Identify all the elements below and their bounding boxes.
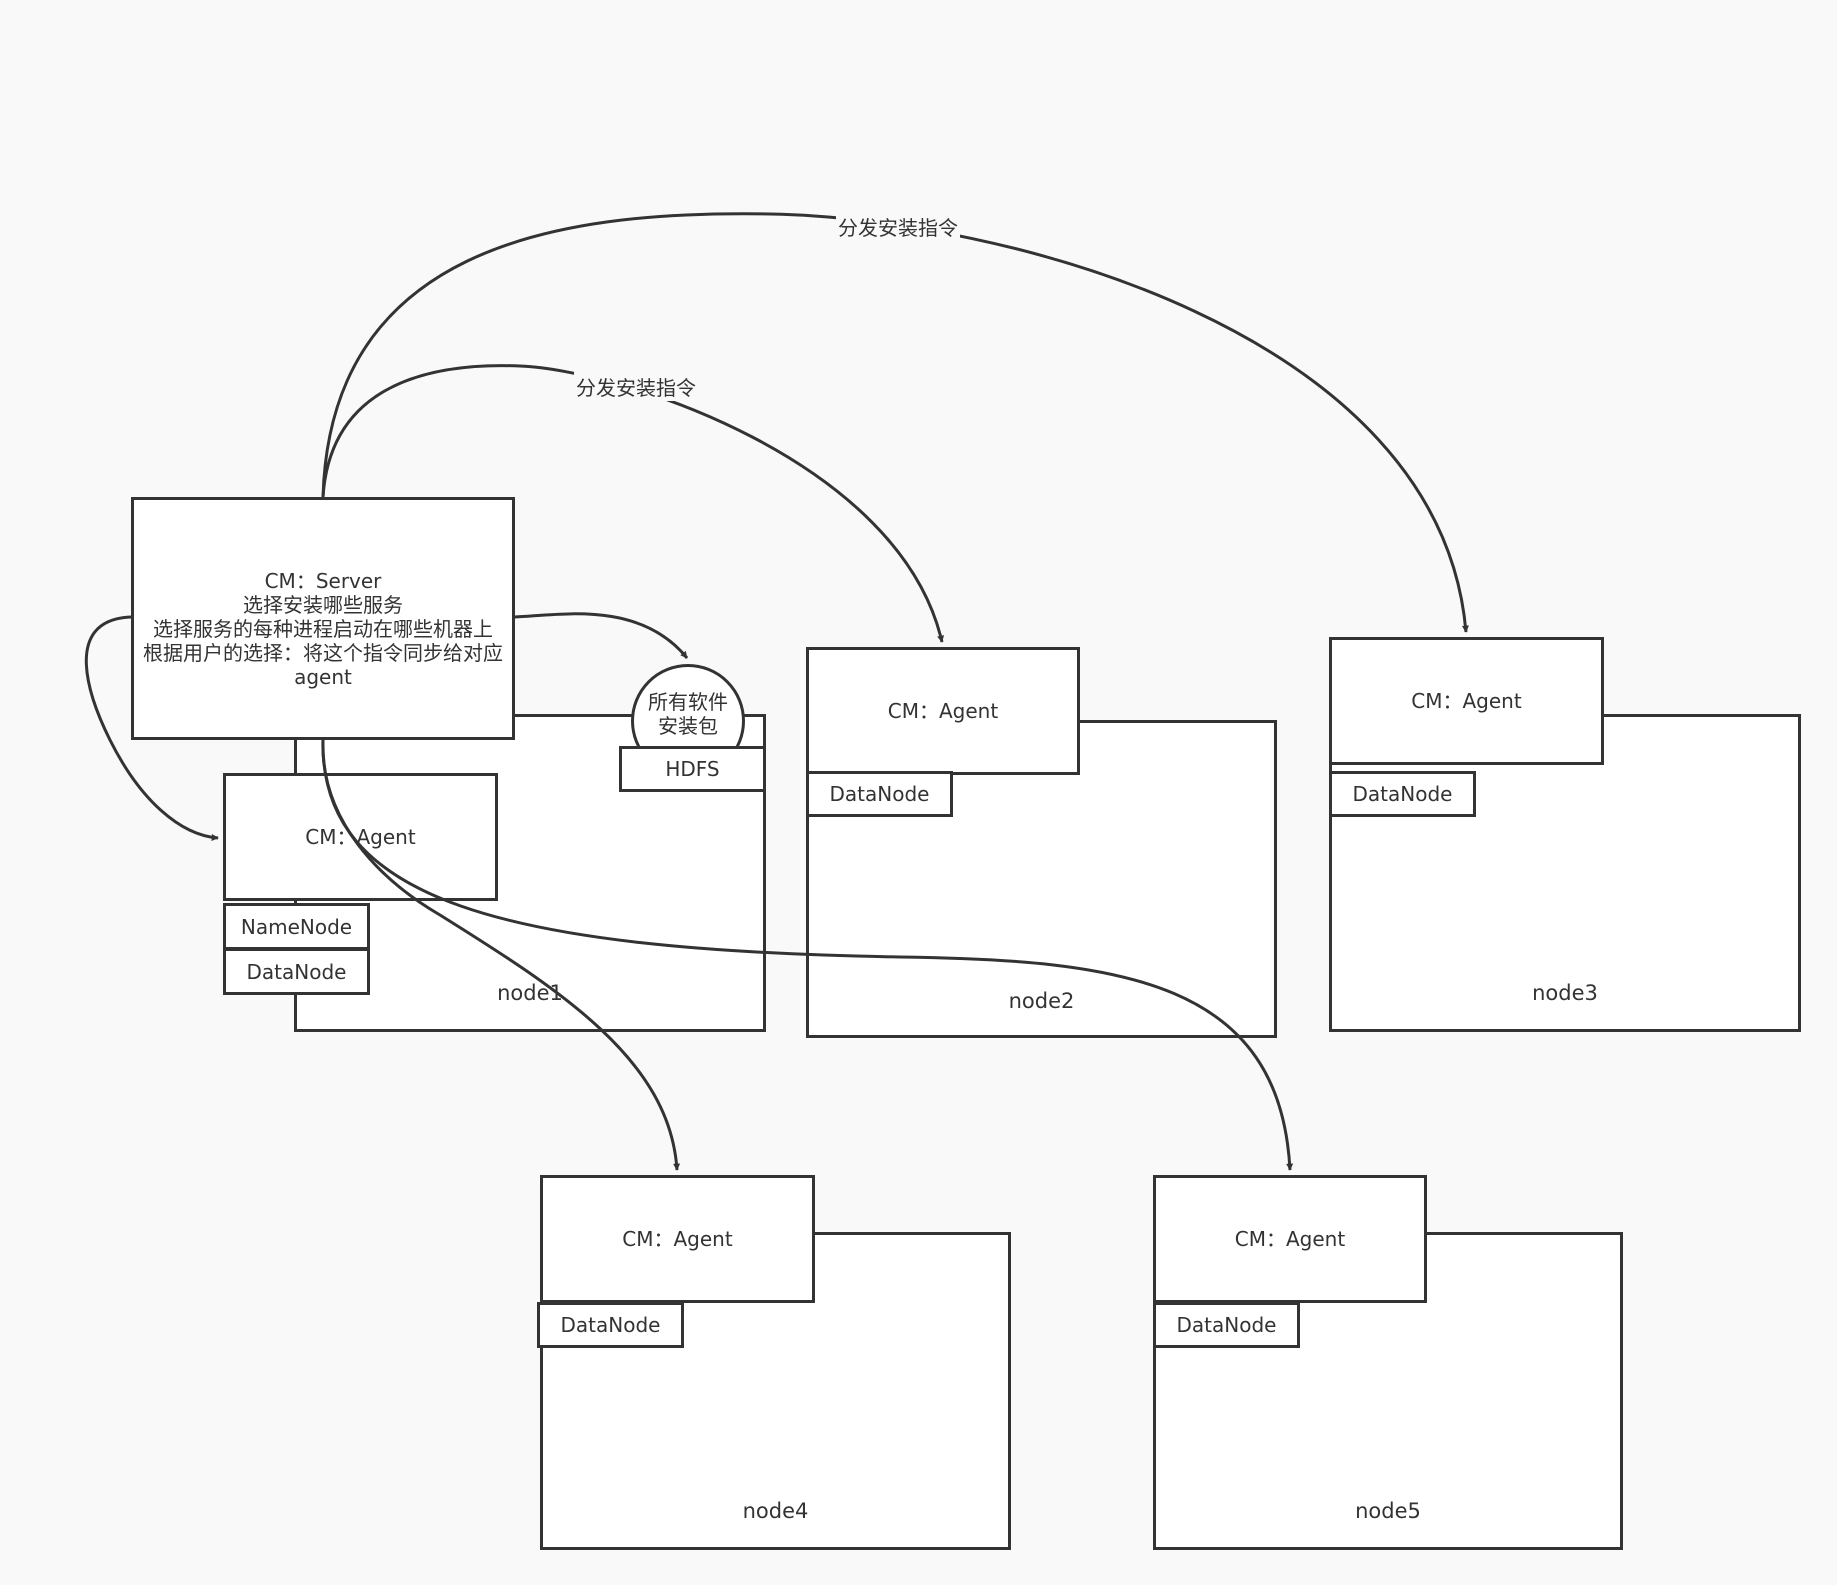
edge-label-to-node3: 分发安装指令 — [836, 212, 960, 241]
node5-agent-label: CM：Agent — [1234, 1227, 1346, 1251]
hdfs-box[interactable]: HDFS — [619, 746, 766, 792]
hdfs-label: HDFS — [665, 757, 720, 781]
edge-server-to-hdfs — [514, 612, 689, 659]
edge-server-to-node2 — [321, 364, 944, 643]
node5-datanode-label: DataNode — [1176, 1313, 1277, 1337]
node5-label: node5 — [1355, 1499, 1421, 1523]
node2-datanode[interactable]: DataNode — [806, 771, 953, 817]
node1-agent[interactable]: CM：Agent — [223, 773, 498, 901]
cm-server-box[interactable]: CM：Server 选择安装哪些服务 选择服务的每种进程启动在哪些机器上 根据用… — [131, 497, 515, 740]
node3-agent-label: CM：Agent — [1411, 689, 1522, 713]
package-label-line2: 安装包 — [658, 714, 718, 738]
node1-datanode[interactable]: DataNode — [223, 948, 370, 995]
node1-label: node1 — [497, 981, 563, 1005]
node3-datanode[interactable]: DataNode — [1329, 771, 1476, 817]
node4-datanode[interactable]: DataNode — [537, 1302, 684, 1348]
edge-server-to-node3 — [321, 212, 1469, 633]
node3-agent[interactable]: CM：Agent — [1329, 637, 1604, 765]
server-desc-1: 选择安装哪些服务 — [243, 592, 403, 617]
server-desc-4: agent — [294, 664, 352, 689]
node3-datanode-label: DataNode — [1352, 782, 1453, 806]
node2-agent[interactable]: CM：Agent — [806, 647, 1080, 775]
node1-namenode[interactable]: NameNode — [223, 903, 370, 950]
node4-agent[interactable]: CM：Agent — [540, 1175, 815, 1303]
node4-label: node4 — [742, 1499, 809, 1523]
node1-datanode-label: DataNode — [246, 959, 347, 984]
node4-datanode-label: DataNode — [560, 1313, 661, 1337]
node3-label: node3 — [1532, 981, 1598, 1005]
node4-agent-label: CM：Agent — [622, 1227, 733, 1251]
node5-agent[interactable]: CM：Agent — [1153, 1175, 1427, 1303]
edge-server-to-node5 — [321, 739, 1294, 1171]
node5-datanode[interactable]: DataNode — [1153, 1302, 1300, 1348]
node2-datanode-label: DataNode — [829, 782, 930, 806]
node2-agent-label: CM：Agent — [887, 699, 999, 723]
edge-server-to-node1 — [84, 615, 219, 841]
server-desc-2: 选择服务的每种进程启动在哪些机器上 — [153, 616, 493, 641]
node3-container[interactable]: node3 — [1329, 714, 1801, 1032]
server-title: CM：Server — [264, 568, 382, 593]
package-label-line1: 所有软件 — [648, 690, 728, 714]
edge-server-to-node4 — [321, 739, 681, 1171]
node2-label: node2 — [1008, 989, 1075, 1013]
edge-label-to-node2: 分发安装指令 — [574, 372, 698, 401]
node1-namenode-label: NameNode — [240, 914, 353, 939]
server-desc-3: 根据用户的选择：将这个指令同步给对应 — [143, 640, 503, 665]
